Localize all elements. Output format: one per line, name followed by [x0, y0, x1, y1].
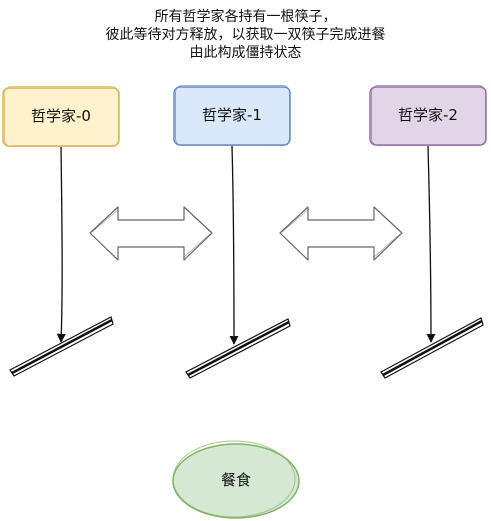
chopstick-0	[9, 316, 114, 377]
meal-label: 餐食	[220, 471, 251, 489]
philosopher-1-box[interactable]	[173, 85, 291, 146]
philosopher-2-to-chopstick-arrow	[426, 145, 436, 343]
caption-line-2: 彼此等待对方释放，以获取一双筷子完成进餐	[105, 27, 386, 43]
philosopher-2-label: 哲学家-2	[398, 106, 458, 124]
caption-line-3: 由此构成僵持状态	[189, 45, 302, 61]
chopstick-2	[380, 317, 484, 379]
meal-ellipse[interactable]	[172, 440, 300, 519]
wait-arrow-1-2	[279, 206, 403, 261]
philosopher-0-label: 哲学家-0	[31, 107, 91, 125]
philosopher-0-box[interactable]	[2, 86, 120, 147]
wait-arrow-0-1	[89, 206, 213, 261]
philosopher-1-label: 哲学家-1	[202, 106, 262, 124]
caption-line-1: 所有哲学家各持有一根筷子，	[154, 9, 337, 25]
philosopher-0-to-chopstick-arrow	[56, 146, 66, 343]
philosopher-2-box[interactable]	[369, 85, 487, 146]
chopstick-1	[185, 318, 291, 379]
philosopher-1-to-chopstick-arrow	[229, 145, 239, 345]
caption-text: 所有哲学家各持有一根筷子， 彼此等待对方释放，以获取一双筷子完成进餐 由此构成僵…	[0, 8, 491, 62]
